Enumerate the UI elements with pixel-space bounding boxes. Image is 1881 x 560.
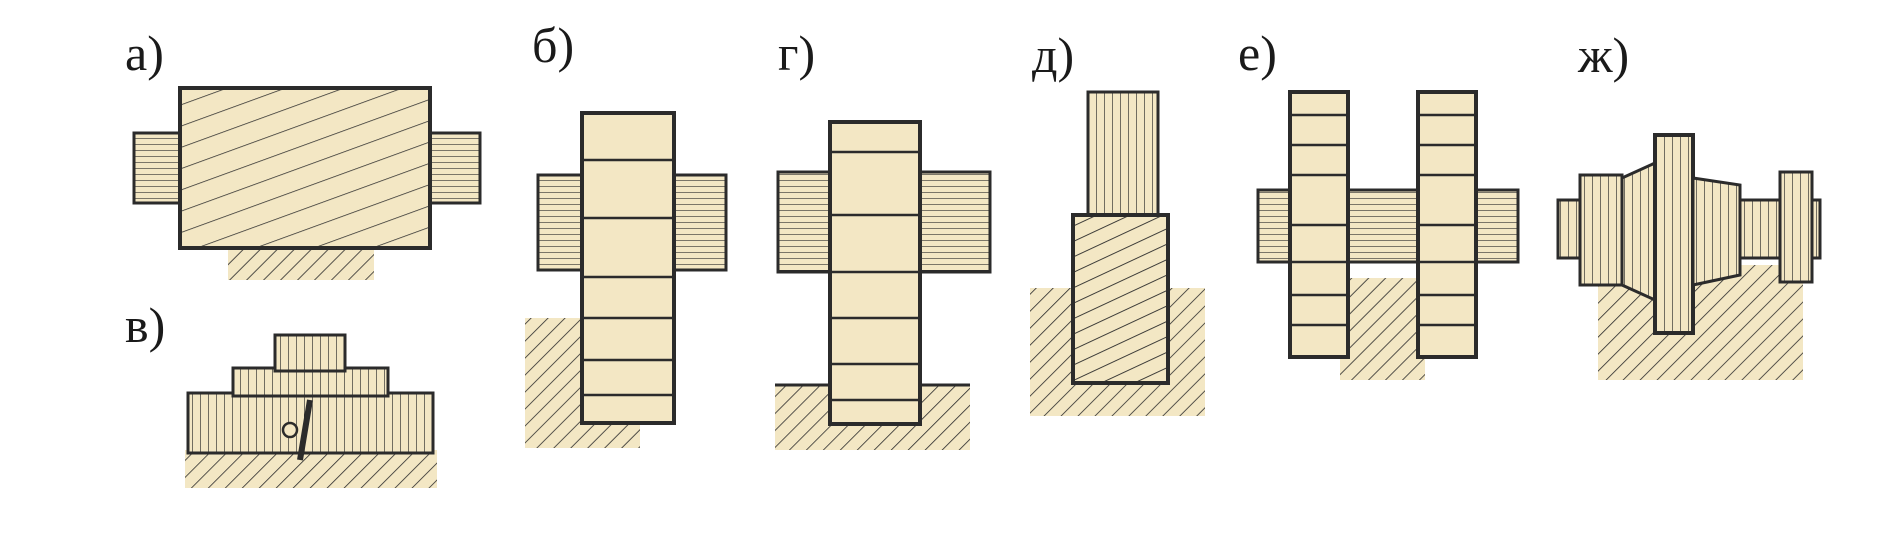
panel-d-shaft: [1086, 90, 1160, 224]
panel-e-double-gear: [1256, 90, 1520, 380]
panel-v-boss: [273, 333, 347, 373]
panel-d-worm-gear: [1030, 90, 1205, 416]
panel-label-d: д): [1032, 27, 1075, 83]
panel-b-gear-body: [580, 111, 676, 425]
panel-label-zh: ж): [1578, 27, 1630, 83]
panel-label-g: г): [778, 25, 816, 81]
panel-a-helical-gear: [132, 86, 482, 280]
panel-zh-stepped-gear: [1556, 133, 1822, 380]
panel-label-b: б): [532, 17, 575, 73]
panel-v-hub: [231, 366, 390, 398]
panel-g-spur-gear: [775, 120, 992, 450]
panel-v-base: [185, 450, 437, 488]
panel-v-bevel-gear: [185, 333, 437, 488]
panel-d-gear-body: [1071, 213, 1170, 385]
panel-a-base: [228, 245, 374, 280]
panel-a-gear-body: [178, 86, 432, 250]
panel-label-a: а): [125, 25, 164, 81]
panel-label-e: е): [1238, 25, 1277, 81]
panel-b-spur-gear: [525, 111, 728, 448]
panel-label-v: в): [125, 297, 166, 353]
panel-zh-main-gear: [1653, 133, 1695, 335]
panel-e-base: [1340, 278, 1425, 380]
